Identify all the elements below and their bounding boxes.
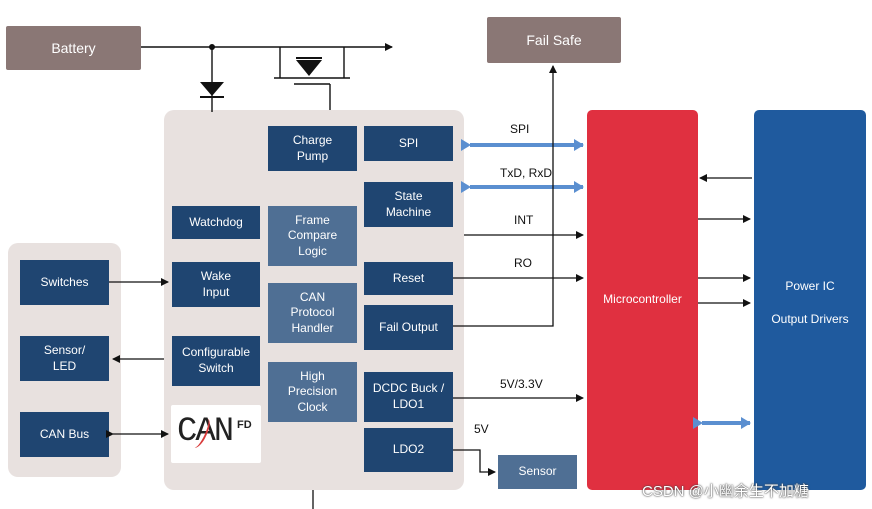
battery-box: Battery — [6, 26, 141, 70]
can-protocol-handler-block: CAN Protocol Handler — [268, 283, 357, 343]
charge-pump-block: Charge Pump — [268, 126, 357, 171]
dcdc-ldo1-block: DCDC Buck / LDO1 — [364, 372, 453, 422]
power-ic-sublabel: Output Drivers — [771, 311, 849, 326]
state-machine-block: State Machine — [364, 182, 453, 227]
switches-block: Switches — [20, 260, 109, 305]
spi-signal-label: SPI — [510, 122, 530, 136]
battery-diode-icon — [200, 82, 224, 96]
ldo2-block: LDO2 — [364, 428, 453, 472]
can-bus-block: CAN Bus — [20, 412, 109, 457]
can-fd-logo-superscript: FD — [237, 419, 252, 431]
txrx-signal-label: TxD, RxD — [500, 166, 552, 180]
ro-signal-label: RO — [514, 256, 532, 270]
battery-junction-dot — [209, 44, 215, 50]
signal-lines — [106, 65, 752, 509]
power-ic-block: Power IC Output Drivers — [754, 110, 866, 490]
microcontroller-block: Microcontroller — [587, 110, 698, 490]
spi-block: SPI — [364, 126, 453, 161]
can-fd-logo-text: CAN — [177, 413, 234, 451]
power-ic-label: Power IC — [785, 278, 835, 293]
v5-signal-label: 5V — [474, 422, 489, 436]
reset-block: Reset — [364, 262, 453, 295]
battery-supply-line — [141, 43, 393, 112]
sensor-block: Sensor — [498, 455, 577, 489]
int-signal-label: INT — [514, 213, 534, 227]
watermark: CSDN @小幽余生不加糖 — [642, 483, 809, 500]
wake-input-block: Wake Input — [172, 262, 260, 307]
v53-signal-label: 5V/3.3V — [500, 377, 543, 391]
switch-mosfet-icon — [296, 60, 322, 76]
configurable-switch-block: Configurable Switch — [172, 336, 260, 386]
sensor-led-block: Sensor/ LED — [20, 336, 109, 381]
watchdog-block: Watchdog — [172, 206, 260, 239]
can-fd-logo: CAN FD — [171, 405, 261, 463]
fail-output-block: Fail Output — [364, 305, 453, 350]
fail-safe-box: Fail Safe — [487, 17, 621, 63]
high-precision-clock-block: High Precision Clock — [268, 362, 357, 422]
frame-compare-logic-block: Frame Compare Logic — [268, 206, 357, 266]
